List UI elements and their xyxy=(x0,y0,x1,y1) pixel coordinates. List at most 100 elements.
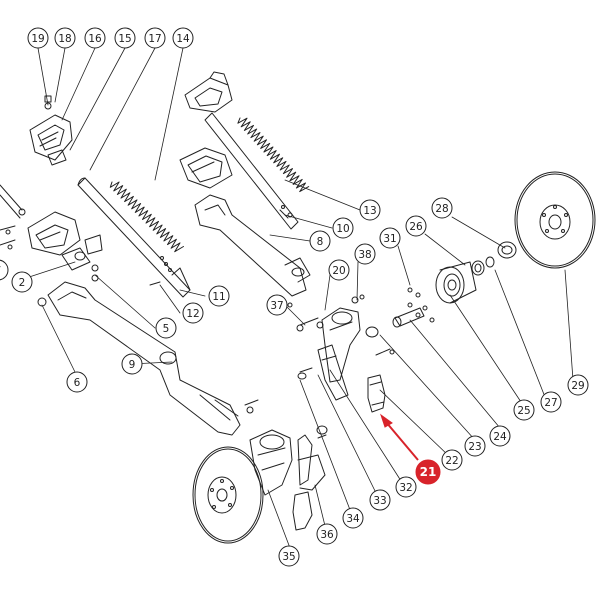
callout-number: 2 xyxy=(19,277,26,289)
part-disc-29 xyxy=(514,171,596,269)
callout-circle xyxy=(155,317,177,339)
callout-circle xyxy=(208,285,230,307)
part-bracket-center-top xyxy=(179,71,233,189)
callout-10[interactable]: 10 xyxy=(332,217,354,239)
callout-37[interactable]: 37 xyxy=(266,294,288,316)
callout-circle xyxy=(342,507,364,529)
callout-7[interactable]: 7 xyxy=(0,259,9,281)
callout-circle xyxy=(489,425,511,447)
callout-20[interactable]: 20 xyxy=(328,259,350,281)
callout-circle xyxy=(395,476,417,498)
callout-number: 12 xyxy=(186,308,199,320)
part-hub xyxy=(435,241,517,304)
part-bracket-35 xyxy=(249,425,328,531)
highlight-arrow xyxy=(385,421,419,461)
part-arm-8 xyxy=(194,194,311,297)
callout-number: 31 xyxy=(383,233,396,245)
part-arm-9 xyxy=(37,264,259,436)
callout-number: 38 xyxy=(358,249,371,261)
callout-8[interactable]: 8 xyxy=(309,230,331,252)
callout-circle xyxy=(405,215,427,237)
callout-35[interactable]: 35 xyxy=(278,545,300,567)
highlight-arrowhead xyxy=(380,413,393,428)
callout-36[interactable]: 36 xyxy=(316,523,338,545)
callout-number: 24 xyxy=(493,431,507,443)
callout-number: 5 xyxy=(163,323,170,335)
callout-circle xyxy=(359,199,381,221)
callout-circle xyxy=(11,271,33,293)
callout-circle xyxy=(540,391,562,413)
callout-13[interactable]: 13 xyxy=(359,199,381,221)
callout-number: 26 xyxy=(409,221,423,233)
part-disc-lower xyxy=(192,446,264,544)
callout-26[interactable]: 26 xyxy=(405,215,427,237)
callout-circle xyxy=(66,371,88,393)
callout-31[interactable]: 31 xyxy=(379,227,401,249)
callout-circle xyxy=(328,259,350,281)
callout-19[interactable]: 19 xyxy=(27,27,49,49)
callout-number: 36 xyxy=(320,529,334,541)
callout-22[interactable]: 22 xyxy=(441,449,463,471)
callout-circle xyxy=(441,449,463,471)
callout-number: 35 xyxy=(282,551,295,563)
callout-29[interactable]: 29 xyxy=(567,374,589,396)
part-scraper-32 xyxy=(297,344,349,401)
callout-circle xyxy=(0,259,9,281)
callout-12[interactable]: 12 xyxy=(182,302,204,324)
callout-number: 37 xyxy=(270,300,283,312)
callout-number: 14 xyxy=(176,33,190,45)
highlight-badge[interactable] xyxy=(415,459,441,485)
callout-11[interactable]: 11 xyxy=(208,285,230,307)
callout-circle xyxy=(379,227,401,249)
callout-number: 7 xyxy=(0,265,1,277)
callout-circle xyxy=(54,27,76,49)
callout-circle xyxy=(121,353,143,375)
callout-15[interactable]: 15 xyxy=(114,27,136,49)
part-21 xyxy=(367,374,386,413)
callout-circle xyxy=(278,545,300,567)
callout-32[interactable]: 32 xyxy=(395,476,417,498)
callout-circle xyxy=(114,27,136,49)
callout-14[interactable]: 14 xyxy=(172,27,194,49)
callout-circle xyxy=(332,217,354,239)
part-spring-center xyxy=(237,117,310,193)
callout-number: 27 xyxy=(544,397,557,409)
callout-16[interactable]: 16 xyxy=(84,27,106,49)
callout-25[interactable]: 25 xyxy=(513,399,535,421)
callout-18[interactable]: 18 xyxy=(54,27,76,49)
part-shaft-center xyxy=(204,112,299,230)
highlight-badge-label: 21 xyxy=(420,465,437,479)
callout-circle xyxy=(369,489,391,511)
callout-24[interactable]: 24 xyxy=(489,425,511,447)
part-bracket-20 xyxy=(296,294,365,383)
part-shaft-left xyxy=(77,177,191,298)
part-bracket-left-edge xyxy=(0,184,103,271)
callout-number: 16 xyxy=(88,33,102,45)
callout-23[interactable]: 23 xyxy=(464,435,486,457)
callout-number: 28 xyxy=(435,203,448,215)
callout-circle xyxy=(27,27,49,49)
callout-circle xyxy=(266,294,288,316)
callout-27[interactable]: 27 xyxy=(540,391,562,413)
callout-circle xyxy=(513,399,535,421)
callout-5[interactable]: 5 xyxy=(155,317,177,339)
callout-17[interactable]: 17 xyxy=(144,27,166,49)
leader-lines xyxy=(19,47,574,549)
highlight-indicator: 21 xyxy=(380,413,441,485)
callout-28[interactable]: 28 xyxy=(431,197,453,219)
callout-38[interactable]: 38 xyxy=(354,243,376,265)
callout-circle xyxy=(84,27,106,49)
callout-33[interactable]: 33 xyxy=(369,489,391,511)
callout-circle xyxy=(144,27,166,49)
callout-6[interactable]: 6 xyxy=(66,371,88,393)
callout-number: 19 xyxy=(31,33,44,45)
callout-2[interactable]: 2 xyxy=(11,271,33,293)
callout-number: 20 xyxy=(332,265,345,277)
callout-34[interactable]: 34 xyxy=(342,507,364,529)
callout-number: 22 xyxy=(445,455,458,467)
part-spindle xyxy=(365,307,425,356)
callout-9[interactable]: 9 xyxy=(121,353,143,375)
